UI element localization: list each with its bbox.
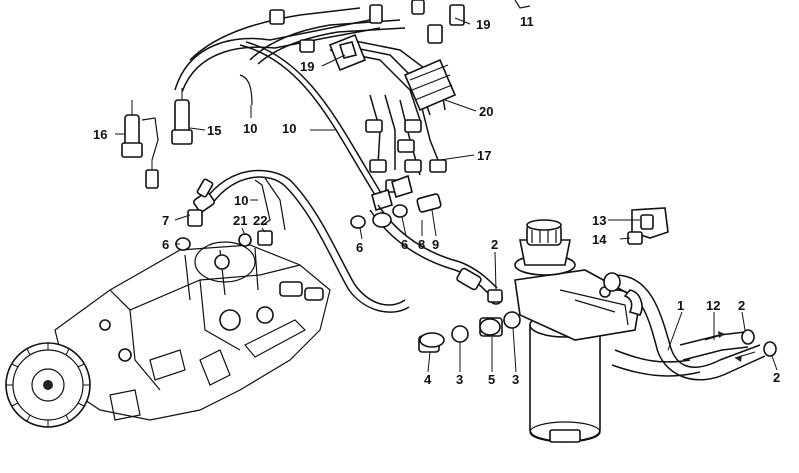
- callout-2-right-lower: 2: [773, 370, 780, 385]
- callout-3-left: 3: [456, 372, 463, 387]
- callout-labels: 11 19 19 20 16 15 10 10 17 10 7 21 22 6 …: [93, 14, 780, 387]
- callout-2-upper: 2: [491, 237, 498, 252]
- lower-fittings: [418, 289, 521, 353]
- callout-6-mid: 6: [356, 240, 363, 255]
- callout-15: 15: [207, 123, 221, 138]
- callout-21: 21: [233, 213, 247, 228]
- callout-3-right: 3: [512, 372, 519, 387]
- callout-19-mid: 19: [300, 59, 314, 74]
- callout-1: 1: [677, 298, 684, 313]
- callout-7: 7: [162, 213, 169, 228]
- callout-10-mid: 10: [282, 121, 296, 136]
- callout-2-right-upper: 2: [738, 298, 745, 313]
- callout-9: 9: [432, 237, 439, 252]
- callout-16: 16: [93, 127, 107, 142]
- callout-10-lower: 10: [234, 193, 248, 208]
- callout-17: 17: [477, 148, 491, 163]
- banjo-bolts-and-washers: [175, 178, 442, 251]
- callout-8: 8: [418, 237, 425, 252]
- callout-6-left: 6: [162, 237, 169, 252]
- callout-14: 14: [592, 232, 607, 247]
- callout-12: 12: [706, 298, 720, 313]
- callout-20: 20: [479, 104, 493, 119]
- fuel-filter: [514, 219, 641, 443]
- callout-11: 11: [520, 14, 534, 29]
- callout-13: 13: [592, 213, 606, 228]
- callout-5: 5: [488, 372, 495, 387]
- leak-off-pipe: [187, 169, 410, 313]
- injection-pump: [5, 241, 331, 428]
- hose-bracket: [627, 207, 669, 245]
- leader-lines: [115, 17, 778, 373]
- injectors: [121, 74, 253, 189]
- callout-4: 4: [424, 372, 432, 387]
- callout-22: 22: [253, 213, 267, 228]
- injector-lines: [174, 0, 531, 212]
- callout-6-right: 6: [401, 237, 408, 252]
- callout-19-top: 19: [476, 17, 490, 32]
- fuel-hose: [369, 204, 498, 296]
- callout-10-left: 10: [243, 121, 257, 136]
- gear-teeth: [6, 343, 90, 427]
